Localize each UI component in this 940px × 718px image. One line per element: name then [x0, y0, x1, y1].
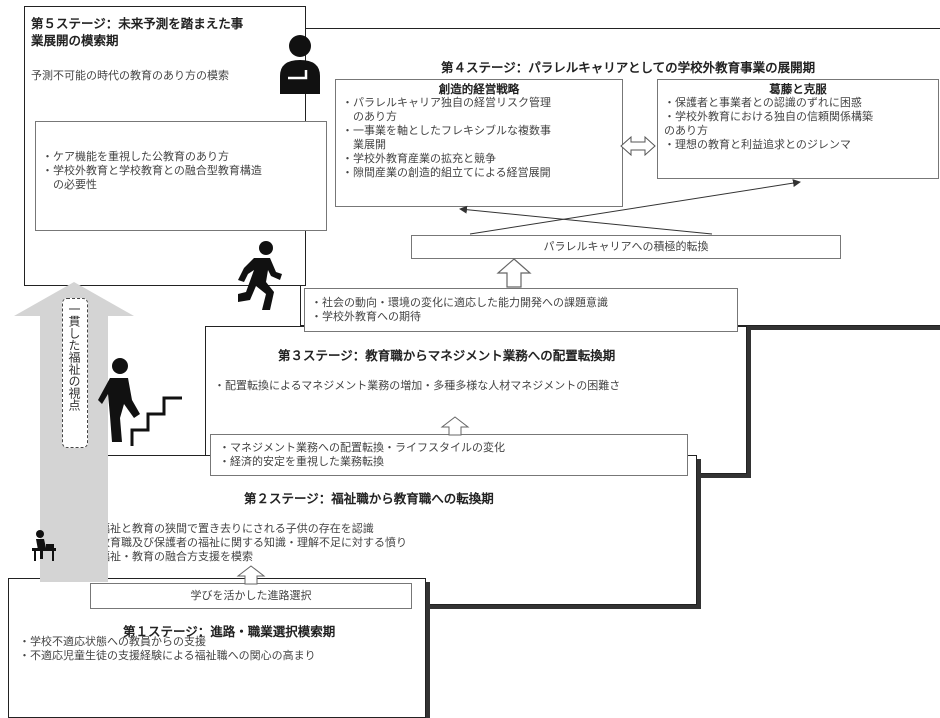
stage5-panel: 第５ステージ：未来予測を踏まえた事 業展開の模索期 予測不可能の時代の教育のあり… [24, 6, 327, 286]
trigger3-text: ・社会の動向・環境の変化に適応した能力開発への課題意識 ・学校外教育への期待 [311, 296, 608, 323]
conflict-items: ・保護者と事業者との認識のずれに困惑 ・学校外教育における独自の信頼関係構築 の… [664, 96, 873, 151]
strategy-items: ・パラレルキャリア独自の経営リスク管理 のあり方 ・一事業を軸としたフレキシブル… [342, 96, 551, 179]
stage2-items: ・福祉と教育の狭間で置き去りにされる子供の存在を認識 ・教育職及び保護者の福祉に… [88, 522, 407, 563]
hollow-up-arrow-2 [440, 416, 470, 436]
trigger2-box: ・マネジメント業務への配置転換・ライフスタイルの変化 ・経済的安定を重視した業務… [210, 434, 688, 476]
trigger3-box: ・社会の動向・環境の変化に適応した能力開発への課題意識 ・学校外教育への期待 [304, 288, 738, 332]
stage3-title: 第３ステージ：教育職からマネジメント業務への配置転換期 [278, 348, 616, 363]
stage1-items: ・学校不適応状態への教員からの支援 ・不適応児童生徒の支援経験による福祉職への関… [19, 635, 316, 662]
stage1-title: 第１ステージ：進路・職業選択模索期 [123, 624, 336, 639]
stage4-title: 第４ステージ：パラレルキャリアとしての学校外教育事業の展開期 [441, 60, 816, 75]
strategy-box: 創造的経営戦略 ・パラレルキャリア独自の経営リスク管理 のあり方 ・一事業を軸と… [335, 79, 623, 207]
stage5-items-box: ・ケア機能を重視した公教育のあり方 ・学校外教育と学校教育との融合型教育構造 の… [35, 121, 327, 231]
student-at-desk-icon [32, 530, 56, 561]
side-label-box: 一貫した福祉の視点 [62, 298, 88, 448]
double-arrow [620, 135, 656, 157]
conflict-box: 葛藤と克服 ・保護者と事業者との認識のずれに困惑 ・学校外教育における独自の信頼… [657, 79, 939, 179]
person-thinking-icon [280, 35, 320, 94]
trigger4-box: パラレルキャリアへの積極的転換 [411, 235, 841, 259]
stage5-subtitle: 予測不可能の時代の教育のあり方の模索 [31, 69, 229, 82]
trigger2-text: ・マネジメント業務への配置転換・ライフスタイルの変化 ・経済的安定を重視した業務… [219, 441, 505, 468]
stage5-title: 第５ステージ：未来予測を踏まえた事 業展開の模索期 [31, 16, 244, 48]
trigger4-text: パラレルキャリアへの積極的転換 [543, 240, 709, 253]
strategy-title: 創造的経営戦略 [438, 82, 520, 96]
hollow-up-arrow-1 [236, 565, 266, 585]
hollow-up-arrow-3 [496, 258, 532, 288]
side-label-text: 一貫した福祉の視点 [67, 303, 81, 411]
stage3-items: ・配置転換によるマネジメント業務の増加・多種多様な人材マネジメントの困難さ [214, 379, 621, 392]
connector-lines [459, 179, 801, 235]
conflict-title: 葛藤と克服 [769, 82, 827, 96]
person-running-icon [238, 241, 282, 310]
stage2-title: 第２ステージ：福祉職から教育職への転換期 [244, 491, 494, 506]
stage5-items: ・ケア機能を重視した公教育のあり方 ・学校外教育と学校教育との融合型教育構造 の… [42, 150, 262, 191]
trigger1-text: 学びを活かした進路選択 [190, 589, 312, 602]
person-climbing-stairs-icon [98, 358, 182, 446]
trigger1-box: 学びを活かした進路選択 [90, 583, 412, 609]
stage4-panel: 第４ステージ：パラレルキャリアとしての学校外教育事業の展開期 創造的経営戦略 ・… [300, 28, 940, 326]
